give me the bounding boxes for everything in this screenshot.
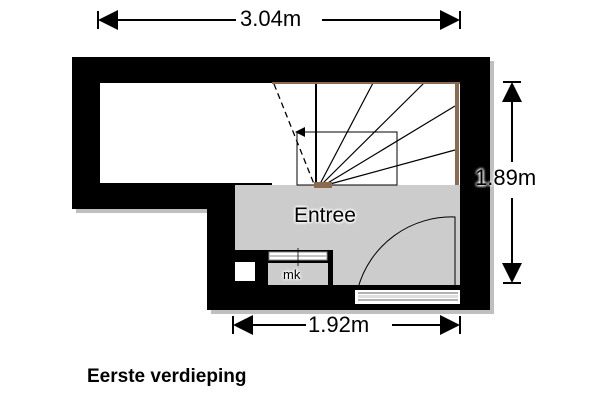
closet-floor bbox=[268, 263, 328, 285]
closet-label: mk bbox=[283, 267, 301, 282]
stair-area bbox=[272, 83, 460, 185]
staircase bbox=[273, 82, 456, 186]
dimension-right bbox=[502, 81, 522, 284]
dimension-right-label: 1.89m bbox=[475, 165, 537, 190]
stair-rail bbox=[455, 83, 459, 185]
door-swing bbox=[357, 216, 456, 289]
left-room bbox=[100, 83, 272, 183]
small-niche bbox=[235, 262, 255, 281]
dimension-bottom-label: 1.92m bbox=[308, 312, 370, 337]
room-label-entree: Entree bbox=[294, 204, 356, 227]
stair-post bbox=[314, 182, 332, 188]
floor-title: Eerste verdieping bbox=[87, 366, 247, 387]
dimension-top-label: 3.04m bbox=[240, 6, 302, 31]
dimension-top bbox=[97, 10, 461, 30]
dimension-bottom bbox=[232, 315, 461, 335]
